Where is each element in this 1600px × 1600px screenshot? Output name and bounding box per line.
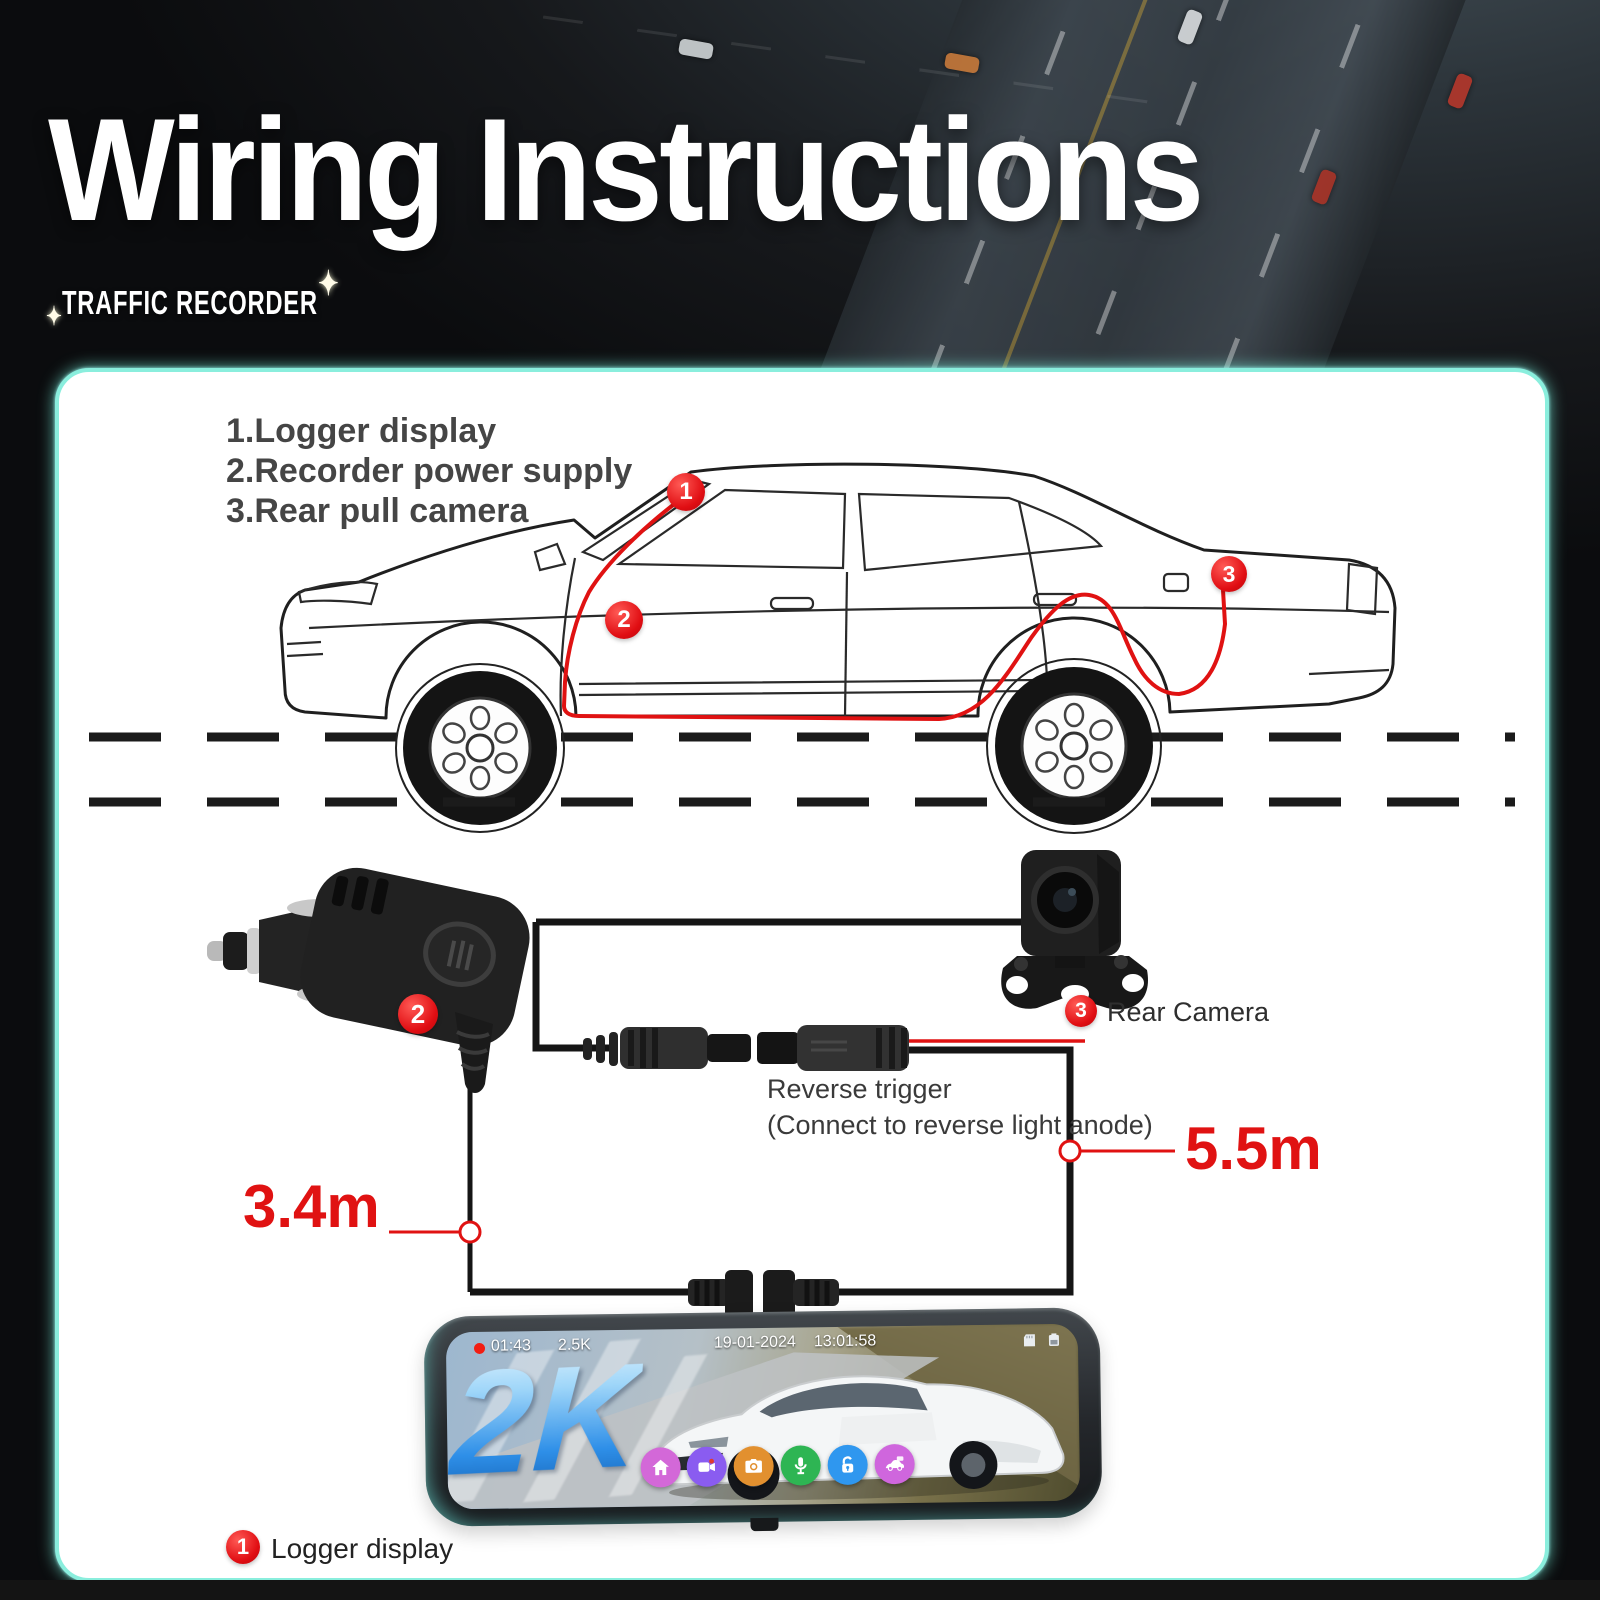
car-marker-2: 2	[605, 601, 643, 639]
charger-marker-2: 2	[398, 994, 438, 1034]
length-rear-label: 5.5m	[1185, 1115, 1322, 1182]
car-charger-plug	[207, 867, 530, 1093]
rear-camera-marker-3: 3	[1065, 995, 1097, 1027]
length-marker-front	[458, 1220, 482, 1244]
car-marker-3: 3	[1211, 556, 1247, 592]
rear-camera-marker-3-num: 3	[1075, 999, 1087, 1022]
reverse-trigger-note: Reverse trigger (Connect to reverse ligh…	[767, 1072, 1153, 1143]
legend-item-3: 3.Rear pull camera	[226, 491, 529, 530]
background-car-red	[1446, 72, 1474, 110]
legend-item-1: 1.Logger display	[226, 412, 497, 450]
brand-badge: ✦ TRAFFIC RECORDER ✦	[46, 265, 338, 331]
mirror-display: 2K 01:43 2.5K	[423, 1307, 1103, 1532]
car-wiring-diagram	[89, 462, 1515, 834]
rear-camera-label: Rear Camera	[1107, 997, 1270, 1027]
sparkle-icon: ✦	[46, 301, 63, 331]
recording-time: 01:43	[490, 1337, 532, 1355]
sd-card-icon	[1023, 1334, 1036, 1347]
clock-label: 13:01:58	[813, 1332, 877, 1351]
mic-icon[interactable]	[780, 1445, 821, 1486]
car-mode-icon[interactable]	[874, 1443, 915, 1485]
car-marker-2-num: 2	[617, 606, 631, 633]
resolution-label: 2.5K	[557, 1336, 592, 1354]
legend-list: 1.Logger display 2.Recorder power supply…	[226, 412, 632, 531]
rear-camera-graphic	[1001, 850, 1148, 1010]
charger-marker-2-num: 2	[410, 998, 426, 1029]
mirror-screen: 2K 01:43 2.5K	[445, 1323, 1081, 1510]
reverse-trigger-line1: Reverse trigger	[767, 1074, 952, 1104]
male-connector	[583, 1027, 751, 1069]
sparkle-icon: ✦	[318, 265, 340, 303]
car-marker-3-num: 3	[1222, 560, 1236, 587]
car-wheels	[395, 658, 1162, 834]
content-panel: 1.Logger display 2.Recorder power supply…	[55, 368, 1549, 1582]
footer-band	[0, 1580, 1600, 1600]
recording-dot-icon	[473, 1342, 486, 1355]
car-outline	[279, 462, 1397, 720]
battery-icon	[1048, 1333, 1060, 1346]
camera-icon[interactable]	[733, 1445, 774, 1487]
legend-item-2: 2.Recorder power supply	[226, 451, 633, 490]
screen-status-bar: 01:43 2.5K 19-01-2024 13:01:58	[446, 1330, 1078, 1359]
length-front-label: 3.4m	[243, 1173, 380, 1240]
car-marker-1: 1	[667, 473, 705, 511]
reverse-trigger-line2: (Connect to reverse light anode)	[767, 1109, 1153, 1140]
length-marker-rear	[1058, 1139, 1082, 1163]
car-details	[286, 478, 1390, 717]
video-icon[interactable]	[686, 1446, 727, 1488]
logger-marker-1-num: 1	[236, 1534, 250, 1559]
female-connector	[757, 1025, 909, 1071]
brand-badge-label: TRAFFIC RECORDER	[62, 284, 318, 321]
logger-marker-1: 1	[226, 1530, 260, 1564]
home-icon[interactable]	[640, 1447, 681, 1488]
date-label: 19-01-2024	[713, 1333, 796, 1352]
app-icons-row	[447, 1442, 1080, 1495]
page-title: Wiring Instructions	[48, 88, 1204, 251]
mirror-mount-tab	[750, 1517, 779, 1532]
red-cable-route	[561, 500, 1228, 722]
lock-icon[interactable]	[827, 1444, 868, 1486]
logger-display-label: Logger display	[271, 1533, 454, 1564]
car-marker-1-num: 1	[679, 478, 693, 505]
